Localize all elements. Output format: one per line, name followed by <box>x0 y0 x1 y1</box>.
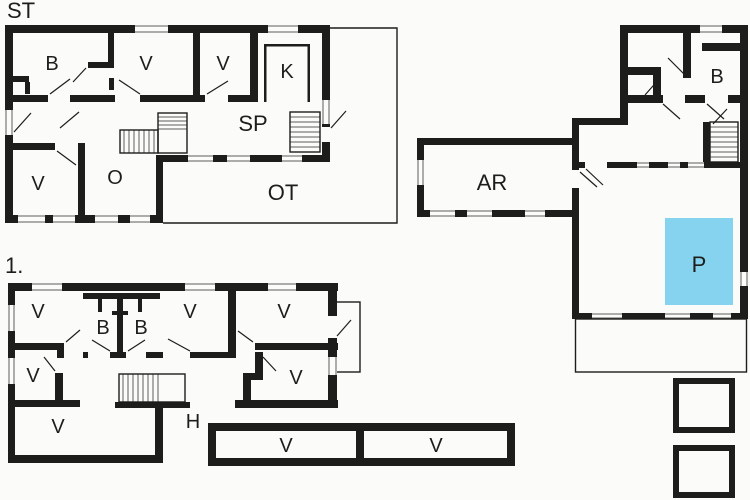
pool-house-windows <box>417 25 748 319</box>
garden-annex-plan: V V <box>208 423 515 466</box>
ground-floor-label: ST <box>7 0 35 23</box>
room-label-o: O <box>107 167 123 189</box>
terrace-outline <box>163 27 398 224</box>
room-label-k: K <box>280 61 294 83</box>
first-floor-doors <box>43 316 352 372</box>
first-floor-label: 1. <box>5 253 23 278</box>
stairs-icon <box>709 121 739 163</box>
room-label-v3: V <box>31 173 45 195</box>
room-label-v6: V <box>289 367 303 389</box>
ground-floor-windows <box>5 25 330 223</box>
room-label-annex-v2: V <box>429 435 443 457</box>
room-label-b: B <box>710 66 723 88</box>
stairs-icon <box>119 112 188 154</box>
room-label-annex-v1: V <box>279 435 293 457</box>
room-label-b: B <box>45 53 58 75</box>
pool-label: P <box>692 252 707 277</box>
room-label-v3: V <box>277 301 291 323</box>
first-floor-walls <box>8 283 338 463</box>
pool-terrace-outline <box>574 318 748 373</box>
pool-house-doors <box>572 57 728 188</box>
room-label-sp: SP <box>238 111 267 136</box>
room-label-b1: B <box>96 317 109 339</box>
room-label-v2: V <box>216 53 230 75</box>
ground-floor-doors <box>13 67 347 166</box>
shed <box>673 378 735 433</box>
room-label-v5: V <box>51 416 65 438</box>
room-label-ar: AR <box>477 170 508 195</box>
stairs-icon <box>118 373 186 403</box>
first-floor-windows <box>8 283 337 384</box>
ground-floor-plan: ST <box>5 0 398 224</box>
balcony-outline <box>332 301 361 373</box>
room-label-v1: V <box>31 301 45 323</box>
room-label-v1: V <box>139 53 153 75</box>
room-label-b2: B <box>134 317 147 339</box>
room-label-hall: H <box>186 411 200 433</box>
room-label-v2: V <box>183 301 197 323</box>
shed <box>673 445 735 498</box>
pool-house-plan: AR B P <box>417 25 748 498</box>
room-label-ot: OT <box>268 180 299 205</box>
stairs-icon <box>289 111 321 153</box>
pool <box>665 218 733 305</box>
first-floor-plan: 1. <box>5 253 361 463</box>
room-label-v4: V <box>26 365 40 387</box>
